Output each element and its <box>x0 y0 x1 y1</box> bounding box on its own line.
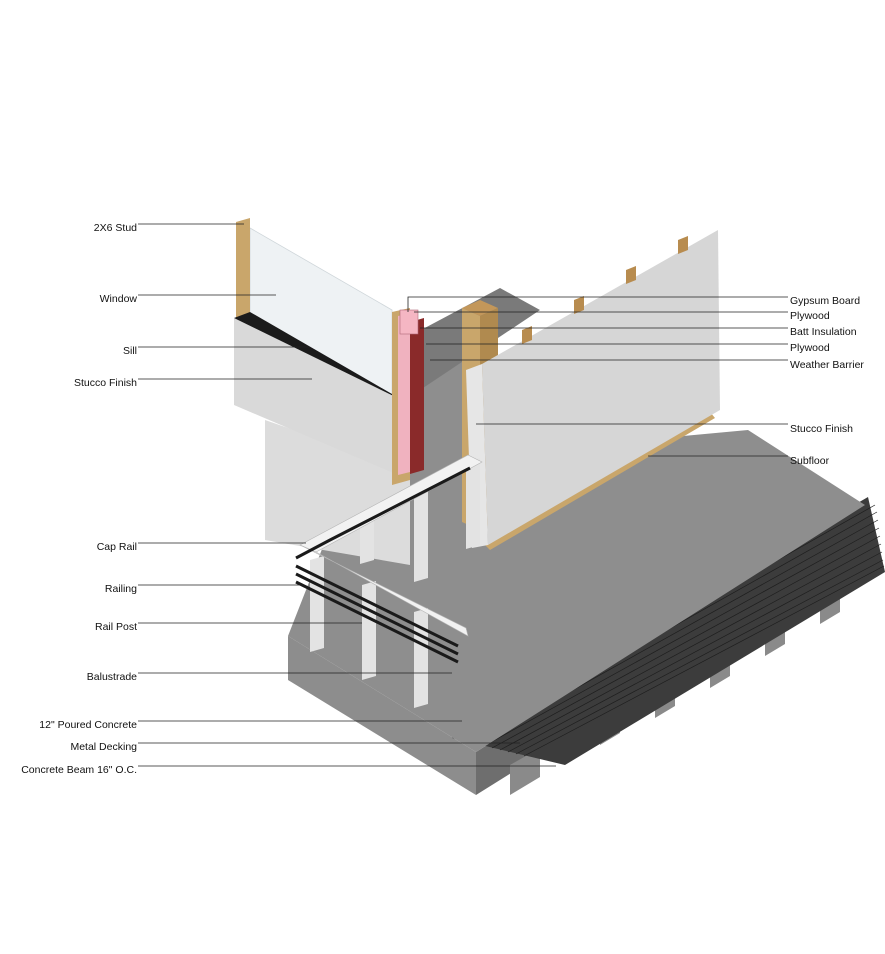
stud-top <box>626 266 636 284</box>
stud-top <box>574 296 584 314</box>
railing-bar <box>295 466 471 560</box>
rail-post <box>310 556 324 652</box>
stucco-wall-left <box>234 318 410 480</box>
railing-bar <box>295 564 459 648</box>
label-stucco-finish-right: Stucco Finish <box>790 423 853 435</box>
label-window: Window <box>100 293 138 305</box>
stud-top <box>522 326 532 344</box>
label-subfloor: Subfloor <box>790 455 830 467</box>
label-plywood-inner: Plywood <box>790 310 830 322</box>
stucco-wall-right <box>482 230 720 545</box>
leader-lines <box>138 223 788 767</box>
railing-bar <box>295 572 459 656</box>
label-plywood-outer: Plywood <box>790 342 830 354</box>
label-batt-insulation: Batt Insulation <box>790 326 857 338</box>
slab-left-face <box>288 636 476 795</box>
label-railing: Railing <box>105 583 137 595</box>
label-cap-rail: Cap Rail <box>97 541 137 553</box>
rail-post <box>362 581 376 680</box>
label-concrete-beam: Concrete Beam 16" O.C. <box>21 764 137 776</box>
concrete-slab-top <box>288 350 865 752</box>
label-rail-post: Rail Post <box>95 621 137 633</box>
label-poured-concrete: 12" Poured Concrete <box>39 719 137 731</box>
label-balustrade: Balustrade <box>87 671 137 683</box>
railing-assembly <box>295 454 483 708</box>
weather-barrier-section <box>410 318 424 474</box>
label-sill: Sill <box>123 345 137 357</box>
rail-post <box>414 484 428 582</box>
labels-right: Gypsum Board Plywood Batt Insulation Ply… <box>790 295 864 467</box>
studs-top <box>522 236 688 344</box>
stud-left <box>236 218 250 324</box>
label-weather-barrier: Weather Barrier <box>790 359 864 371</box>
label-stucco-finish-left: Stucco Finish <box>74 377 137 389</box>
label-metal-decking: Metal Decking <box>70 741 137 753</box>
stud-top <box>678 236 688 254</box>
concrete-beam <box>510 748 540 795</box>
label-stud: 2X6 Stud <box>94 222 137 234</box>
gypsum-board-top <box>399 309 419 335</box>
label-gypsum-board: Gypsum Board <box>790 295 860 307</box>
rail-post <box>414 608 428 708</box>
rail-post <box>466 458 480 549</box>
axonometric-drawing <box>234 218 885 795</box>
railing-bar <box>295 580 459 664</box>
leader-gypsum-board <box>407 296 788 312</box>
subfloor-band <box>485 412 715 550</box>
labels-left: 2X6 Stud Window Sill Stucco Finish Cap R… <box>21 222 137 776</box>
